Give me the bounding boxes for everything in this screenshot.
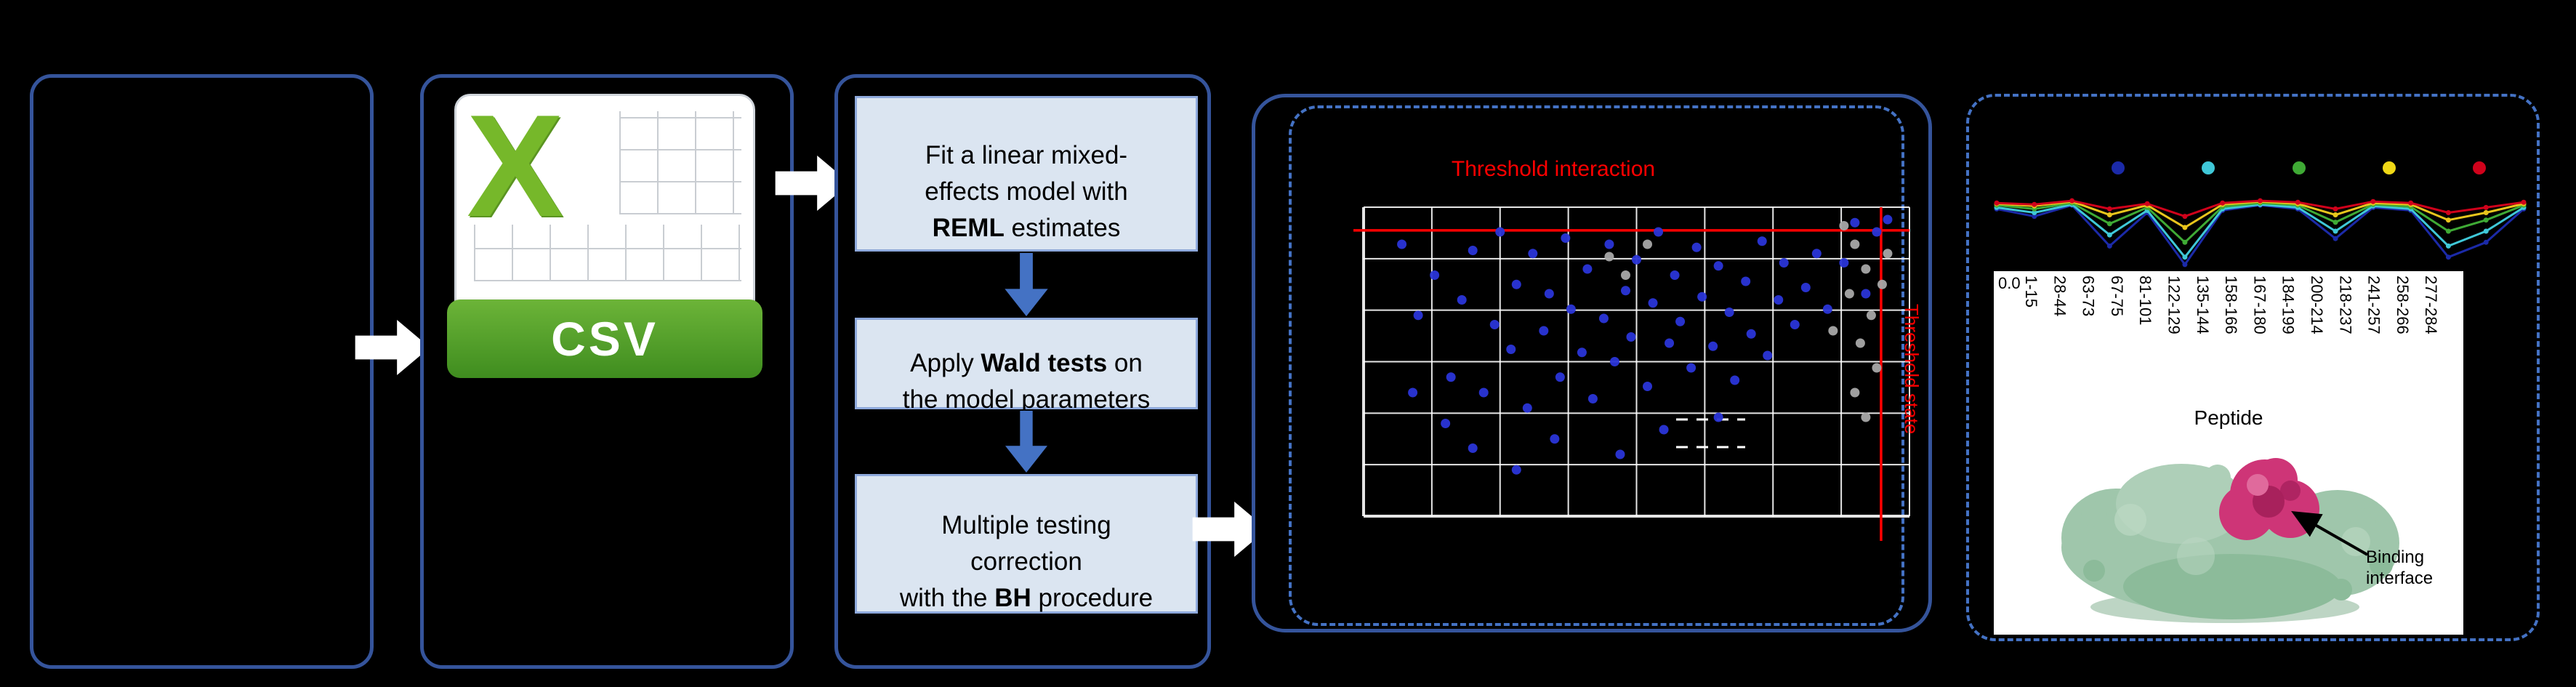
step-text: on the model parameters: [902, 349, 1151, 414]
protein-structure-image: [2061, 458, 2399, 623]
csv-file-icon: X CSV: [447, 94, 762, 378]
peptide-tick-label: 200-214: [2308, 276, 2326, 334]
step-text: Apply: [910, 349, 981, 378]
results-white-area: 0.0 1-15 28-44 63-73 67-75 81-101 122-129 135-…: [1994, 271, 2463, 635]
scatter-plot-svg: [1353, 206, 1910, 541]
timepoint-legend-dot: [2473, 161, 2487, 174]
binding-interface-annotation: Binding interface: [2366, 547, 2434, 588]
peptide-tick-label: 1-15: [2022, 276, 2040, 308]
step-text: estimates: [1004, 213, 1121, 242]
flow-arrow-icon: [1192, 502, 1268, 557]
csv-page: X: [454, 94, 755, 355]
panel-results: 0.0 1-15 28-44 63-73 67-75 81-101 122-129 135-…: [1966, 94, 2540, 641]
peptide-tick-label: 258-266: [2393, 276, 2412, 334]
spreadsheet-grid: [474, 225, 741, 281]
peptide-tick-label: 135-144: [2193, 276, 2212, 334]
peptide-tick-label: 63-73: [2079, 276, 2098, 317]
panel-experiment-input: [30, 74, 374, 669]
binding-interface-patch: [2219, 458, 2319, 540]
threshold-interaction-label: Threshold interaction: [1451, 157, 1656, 181]
flow-arrow-icon: [775, 156, 850, 211]
step-text-bold: Wald tests: [981, 349, 1108, 378]
timepoint-legend-dot: [2292, 161, 2306, 174]
panel-statistical-model: Fit a linear mixed- effects model with R…: [834, 74, 1211, 669]
timepoint-legend-dot: [2382, 161, 2396, 174]
y-axis-zero-tick: 0.0: [1998, 274, 2021, 292]
peptide-axis-title: Peptide: [2194, 406, 2263, 429]
csv-banner-label: CSV: [551, 312, 659, 366]
annotation-arrow-icon: [2291, 511, 2368, 556]
step-text: Multiple testing correction with the: [899, 511, 1111, 612]
step-text-bold: BH: [994, 583, 1031, 612]
step-wald-tests: Apply Wald tests on the model parameters: [855, 318, 1198, 414]
scatter-dashed-frame: [1289, 105, 1904, 626]
peptide-tick-label: 218-237: [2336, 276, 2355, 334]
threshold-state-label: Threshold state: [1901, 304, 1923, 435]
peptide-tick-label: 184-199: [2279, 276, 2298, 334]
down-arrow-icon: [1005, 253, 1048, 316]
peptide-tick-label: 122-129: [2165, 276, 2183, 334]
peptide-tick-label: 277-284: [2422, 276, 2441, 334]
panel-csv-input: X CSV: [420, 74, 794, 669]
down-arrow-icon: [1005, 411, 1047, 473]
step-text: procedure: [1031, 583, 1154, 612]
scatter-plot: [1353, 206, 1910, 541]
peptide-tick-label: 67-75: [2107, 276, 2126, 317]
spreadsheet-grid: [619, 111, 741, 214]
flow-arrow-icon: [355, 320, 430, 375]
step-text-bold: REML: [932, 213, 1005, 242]
uptake-chart-svg: [1994, 198, 2527, 268]
peptide-tick-label: 28-44: [2050, 276, 2069, 317]
step-bh-correction: Multiple testing correction with the BH …: [855, 474, 1198, 614]
timepoint-legend-dot: [2112, 161, 2125, 174]
peptide-tick-label: 167-180: [2250, 276, 2269, 334]
step-fit-model: Fit a linear mixed- effects model with R…: [855, 96, 1198, 252]
peptide-tick-label: 81-101: [2136, 276, 2155, 326]
excel-x-logo: X: [467, 94, 564, 247]
csv-banner: CSV: [447, 300, 762, 378]
panel-visualization-scatter: Threshold interaction Threshold state: [1252, 94, 1932, 632]
step-text: Fit a linear mixed- effects model with: [925, 141, 1128, 206]
peptide-tick-label: 241-257: [2364, 276, 2383, 334]
peptide-tick-label: 158-166: [2222, 276, 2241, 334]
timepoint-legend-dot: [2202, 161, 2215, 174]
